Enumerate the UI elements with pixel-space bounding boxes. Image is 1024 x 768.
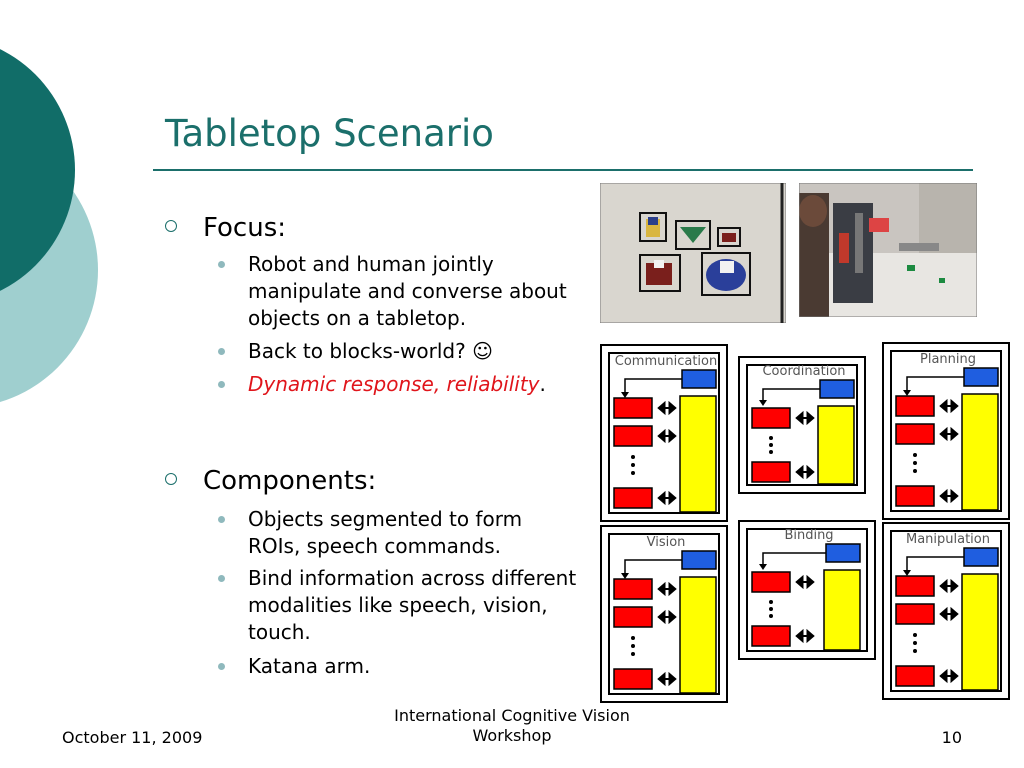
bullet-circle-icon <box>165 473 177 485</box>
footer-date: October 11, 2009 <box>62 728 203 747</box>
subarchitecture-icon <box>895 547 999 690</box>
bullet-text: Bind information across different modali… <box>248 566 577 644</box>
bullet-circle-icon <box>165 220 177 232</box>
panel-vision: Vision <box>600 525 728 703</box>
panel-binding: Binding <box>738 520 876 660</box>
panel-label: Communication <box>614 354 718 369</box>
bullet-dot-icon <box>218 663 225 670</box>
list-item: Robot and human jointly manipulate and c… <box>218 251 568 333</box>
panel-manipulation: Manipulation <box>882 522 1010 700</box>
emphasis-suffix: . <box>539 372 546 396</box>
bullet-text: Dynamic response, reliability. <box>248 371 578 398</box>
section-heading: Focus: <box>203 213 287 243</box>
panel-label: Vision <box>646 535 686 550</box>
bullet-dot-icon <box>218 348 225 355</box>
robot-lab-photo <box>799 183 977 317</box>
page-title: Tabletop Scenario <box>165 112 494 155</box>
panel-planning: Planning <box>882 342 1010 520</box>
panel-label: Binding <box>784 528 834 543</box>
list-item: Dynamic response, reliability. <box>218 371 568 425</box>
page-number: 10 <box>941 728 962 747</box>
panel-label: Planning <box>920 352 976 367</box>
bullet-dot-icon <box>218 575 225 582</box>
bullet-dot-icon <box>218 381 225 388</box>
bullet-text: Back to blocks-world? ☺ <box>248 339 493 363</box>
subarchitecture-icon <box>895 367 999 510</box>
bullet-dot-icon <box>218 516 225 523</box>
subarchitecture-icon <box>751 543 861 650</box>
panel-coordination: Coordination <box>738 356 866 494</box>
bullet-dot-icon <box>218 261 225 268</box>
panel-label: Coordination <box>762 364 846 379</box>
title-divider <box>153 169 973 171</box>
list-item: Back to blocks-world? ☺ <box>218 338 568 365</box>
bullet-text: Robot and human jointly manipulate and c… <box>248 252 567 330</box>
bullet-text: Katana arm. <box>248 654 371 678</box>
footer-event: International Cognitive Vision Workshop <box>394 706 630 745</box>
panel-communication: Communication <box>600 344 728 522</box>
tabletop-photo <box>600 183 786 323</box>
emphasis-text: Dynamic response, reliability <box>248 372 540 396</box>
section-heading: Components: <box>203 466 377 496</box>
subarchitecture-icon <box>613 369 717 512</box>
list-item: Katana arm. <box>218 653 568 680</box>
list-item: Bind information across different modali… <box>218 565 576 647</box>
bullet-text: Objects segmented to form ROIs, speech c… <box>248 507 523 558</box>
panel-label: Manipulation <box>905 532 990 547</box>
subarchitecture-icon <box>751 379 855 484</box>
list-item: Objects segmented to form ROIs, speech c… <box>218 506 568 560</box>
subarchitecture-icon <box>613 550 717 693</box>
decorative-circles <box>0 49 98 403</box>
